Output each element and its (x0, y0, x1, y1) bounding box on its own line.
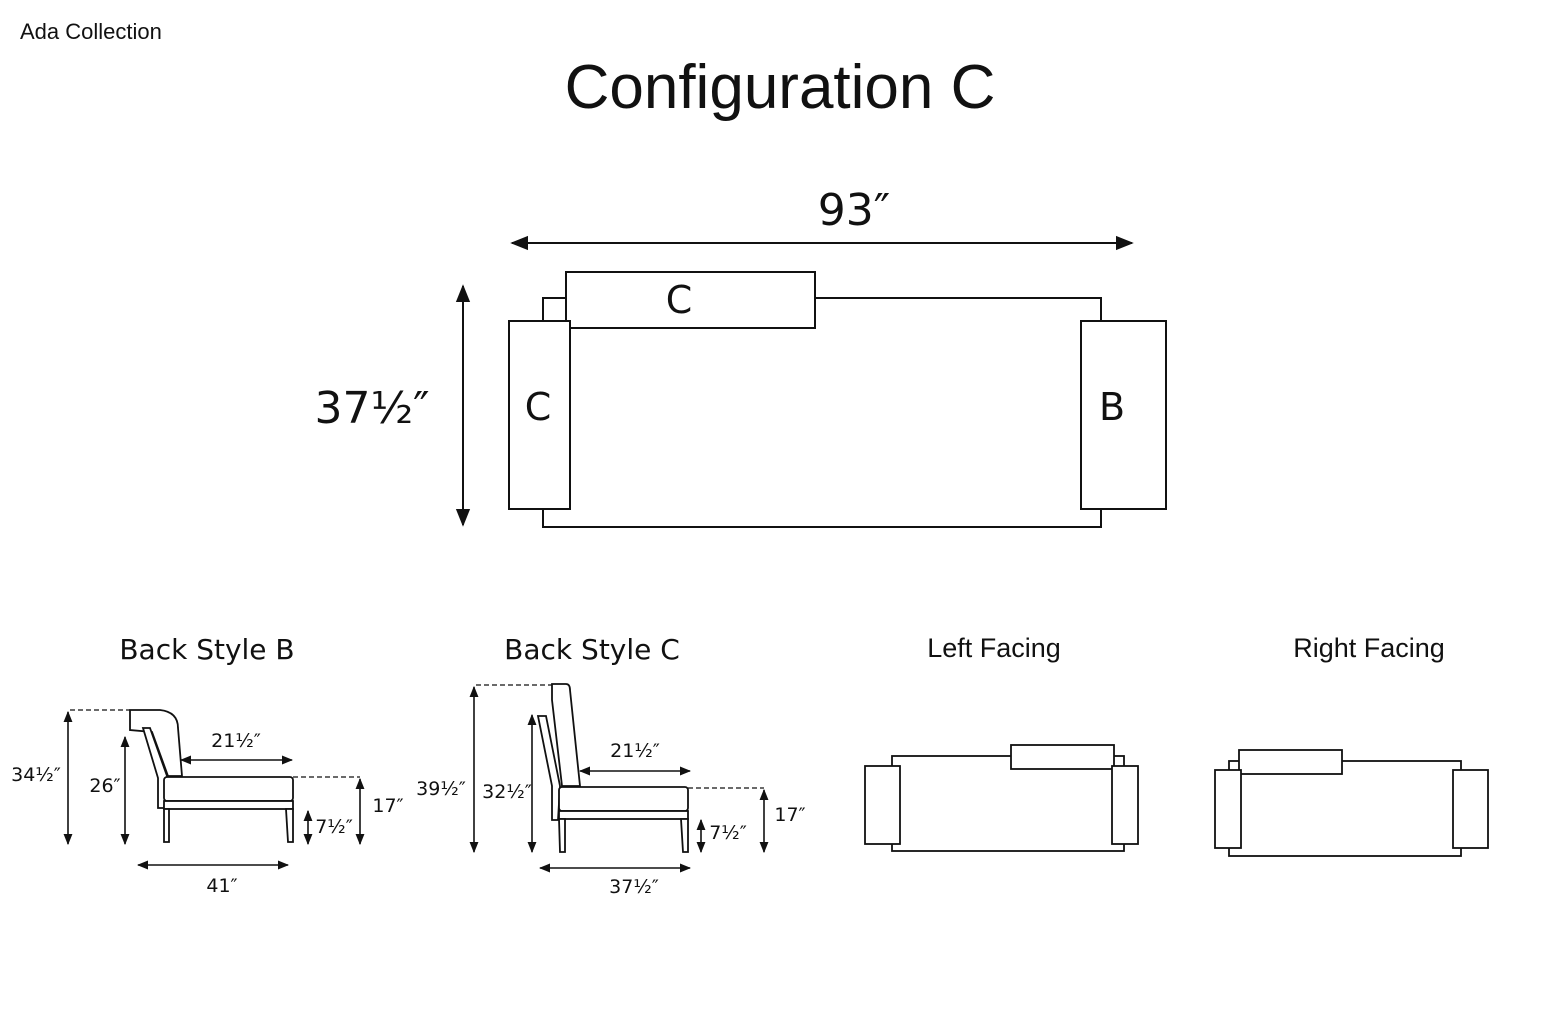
left-arm-label: C (525, 385, 552, 429)
b-leg-height-label: 7½″ (315, 816, 353, 838)
seat-b-base (163, 800, 294, 810)
b-seat-depth-label: 21½″ (211, 730, 261, 752)
left-facing-right-arm (1111, 765, 1139, 845)
c-seat-height-label: 17″ (774, 804, 805, 826)
page-title: Configuration C (564, 53, 996, 122)
right-facing-body (1228, 760, 1462, 857)
right-facing-back-cushion (1238, 749, 1343, 775)
leg-b-front (163, 808, 170, 843)
leg-c-front (558, 818, 566, 853)
depth-dimension-label: 37½″ (314, 383, 429, 434)
right-facing-right-arm (1452, 769, 1489, 849)
collection-name: Ada Collection (20, 19, 162, 44)
top-view-plan (508, 271, 1167, 528)
back-c-cushion (551, 683, 581, 787)
back-cushion-label: C (666, 278, 693, 322)
back-style-c-side-view (536, 683, 689, 853)
back-style-c-title: Back Style C (504, 633, 680, 666)
left-facing-left-arm (864, 765, 901, 845)
b-back-height-label: 26″ (89, 775, 120, 797)
back-c-frame (536, 715, 561, 821)
c-overall-depth-label: 37½″ (609, 876, 659, 898)
b-overall-height-label: 34½″ (11, 764, 61, 786)
c-back-height-label: 32½″ (482, 781, 532, 803)
c-seat-depth-label: 21½″ (610, 740, 660, 762)
right-arm-b (1080, 320, 1167, 510)
left-arm-c (508, 320, 571, 510)
back-style-b-title: Back Style B (119, 633, 294, 666)
c-leg-height-label: 7½″ (709, 822, 747, 844)
back-style-b-side-view (129, 709, 294, 843)
left-facing-back-cushion (1010, 744, 1115, 770)
right-facing-plan (1214, 749, 1489, 857)
right-facing-left-arm (1214, 769, 1242, 849)
b-overall-depth-label: 41″ (206, 875, 237, 897)
left-facing-title: Left Facing (927, 633, 1061, 663)
leg-b-back (285, 808, 294, 843)
leg-c-back (680, 818, 689, 853)
back-cushion-c (565, 271, 816, 329)
seat-c-cushion (558, 786, 689, 812)
c-overall-height-label: 39½″ (416, 778, 466, 800)
b-seat-height-label: 17″ (372, 795, 403, 817)
left-facing-plan (864, 744, 1139, 852)
right-arm-label: B (1099, 385, 1125, 429)
right-facing-title: Right Facing (1293, 633, 1445, 663)
sofa-seat-body (542, 297, 1102, 528)
seat-c-base (558, 810, 689, 820)
left-facing-body (891, 755, 1125, 852)
seat-b-cushion (163, 776, 294, 802)
width-dimension-label: 93″ (818, 185, 890, 236)
